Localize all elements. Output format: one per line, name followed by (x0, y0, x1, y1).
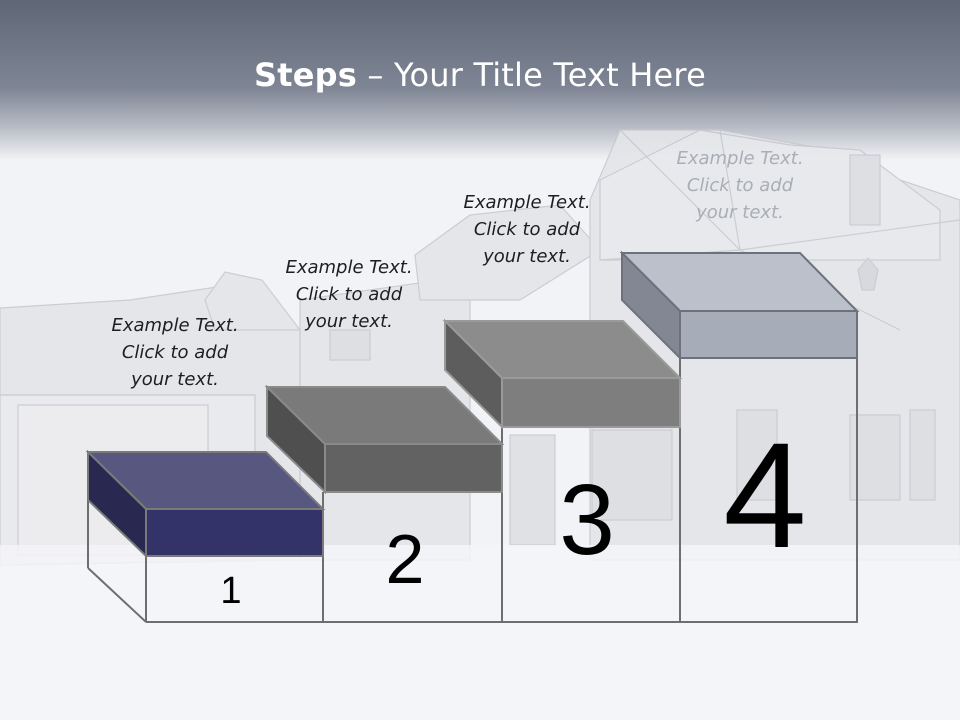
step-label-2-line-3: your text. (305, 311, 393, 332)
step-label-2-line-1: Example Text. (285, 257, 413, 278)
step-block-1[interactable] (85, 449, 326, 559)
step-number-3: 3 (559, 464, 615, 576)
step-label-3[interactable]: Example Text. Click to add your text. (442, 189, 612, 270)
step-label-3-line-1: Example Text. (463, 192, 591, 213)
header-band (0, 0, 960, 160)
step-label-4-line-3: your text. (696, 202, 784, 223)
step-label-4-line-1: Example Text. (676, 148, 804, 169)
step-label-1-line-3: your text. (131, 369, 219, 390)
step-label-3-line-3: your text. (483, 246, 571, 267)
step-number-2: 2 (385, 520, 425, 598)
step-label-1-line-1: Example Text. (111, 315, 239, 336)
step-block-4[interactable] (619, 250, 860, 361)
step-number-1: 1 (220, 570, 242, 612)
title-bold: Steps (254, 56, 358, 94)
page-title[interactable]: Steps – Your Title Text Here (0, 56, 960, 94)
step-label-2-line-2: Click to add (295, 284, 403, 305)
title-rest: – Your Title Text Here (357, 56, 706, 94)
step-label-1[interactable]: Example Text. Click to add your text. (90, 312, 260, 393)
step-number-4: 4 (723, 411, 807, 579)
step-label-2[interactable]: Example Text. Click to add your text. (264, 254, 434, 335)
step-label-4[interactable]: Example Text. Click to add your text. (655, 145, 825, 226)
step-label-1-line-2: Click to add (121, 342, 229, 363)
step-frame-outline (146, 358, 858, 623)
step-block-3[interactable] (442, 318, 683, 430)
step-block-2[interactable] (264, 384, 505, 495)
step-label-4-line-2: Click to add (686, 175, 794, 196)
step-label-3-line-2: Click to add (473, 219, 581, 240)
step-frame-diagonal (87, 567, 147, 623)
